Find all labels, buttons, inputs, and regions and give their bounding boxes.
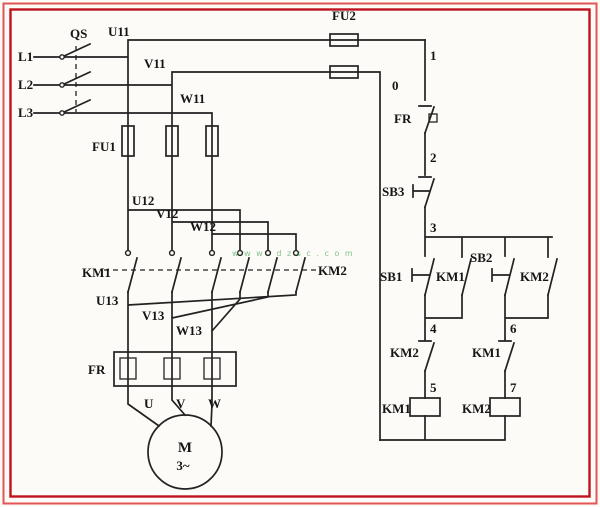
motor-symbol: M 3~	[147, 414, 223, 490]
km1-main-contacts	[124, 249, 223, 294]
wire-label-w11: W11	[180, 91, 205, 106]
watermark-text: w w w . d z s c . c o m	[232, 249, 354, 258]
km2-interlock-contact	[418, 340, 436, 373]
fr-nc-contact	[418, 105, 438, 135]
km2-main-contacts	[236, 249, 307, 294]
motor-terminal-w: W	[208, 396, 221, 411]
node-label-0: 0	[392, 78, 399, 93]
wire-label-u13: U13	[96, 293, 119, 308]
wire-label-w12: W12	[190, 219, 216, 234]
km2-coil	[489, 397, 521, 417]
motor-terminal-u: U	[144, 396, 154, 411]
sb3-stop-button	[412, 176, 436, 209]
wire-label-v11: V11	[144, 56, 166, 71]
fu2-label: FU2	[332, 8, 356, 23]
km1-coil-label: KM1	[382, 401, 411, 416]
control-circuit-wires	[379, 39, 553, 441]
wire-label-v13: V13	[142, 308, 165, 323]
phase-label-l3: L3	[18, 105, 34, 120]
fu2-fuse-1	[329, 33, 359, 47]
km2-aux-label: KM2	[520, 269, 549, 284]
km1-aux-label: KM1	[436, 269, 465, 284]
node-label-1: 1	[430, 48, 437, 63]
fr-contact-label: FR	[394, 111, 412, 126]
motor-letter: M	[178, 440, 192, 456]
sb3-label: SB3	[382, 184, 405, 199]
km2-main-label: KM2	[318, 263, 347, 278]
km2-interlock-label: KM2	[390, 345, 419, 360]
thermal-overload-fr	[113, 351, 237, 387]
fu1-label: FU1	[92, 139, 116, 154]
sb1-start-button	[411, 257, 436, 297]
km1-main-label: KM1	[82, 265, 111, 280]
fuse-fu1-group	[121, 125, 219, 157]
qs-label: QS	[70, 26, 87, 41]
km1-interlock-contact	[498, 340, 516, 373]
sb2-start-button	[491, 257, 516, 297]
wire-label-v12: V12	[156, 206, 178, 221]
power-circuit-wires	[33, 39, 426, 441]
node-label-5: 5	[430, 380, 437, 395]
motor-terminal-v: V	[176, 396, 186, 411]
fu2-fuse-2	[329, 65, 359, 79]
km2-aux-contact	[546, 257, 559, 297]
wire-label-w13: W13	[176, 323, 203, 338]
node-label-7: 7	[510, 380, 517, 395]
fr-overload-label: FR	[88, 362, 106, 377]
motor-phase-symbol: 3~	[176, 458, 190, 473]
inner-frame	[9, 8, 591, 498]
fuse-fu2-group	[329, 33, 359, 79]
km1-coil	[409, 397, 441, 417]
wire-label-u11: U11	[108, 24, 130, 39]
km2-coil-label: KM2	[462, 401, 491, 416]
phase-label-l2: L2	[18, 77, 33, 92]
sb2-label: SB2	[470, 250, 492, 265]
node-label-2: 2	[430, 150, 437, 165]
km1-interlock-label: KM1	[472, 345, 501, 360]
km1-aux-contact	[460, 257, 473, 297]
qs-disconnect-switch	[59, 42, 92, 116]
node-label-4: 4	[430, 321, 437, 336]
wire-label-u12: U12	[132, 193, 154, 208]
sb1-label: SB1	[380, 269, 402, 284]
phase-label-l1: L1	[18, 49, 33, 64]
node-label-6: 6	[510, 321, 517, 336]
node-label-3: 3	[430, 220, 437, 235]
